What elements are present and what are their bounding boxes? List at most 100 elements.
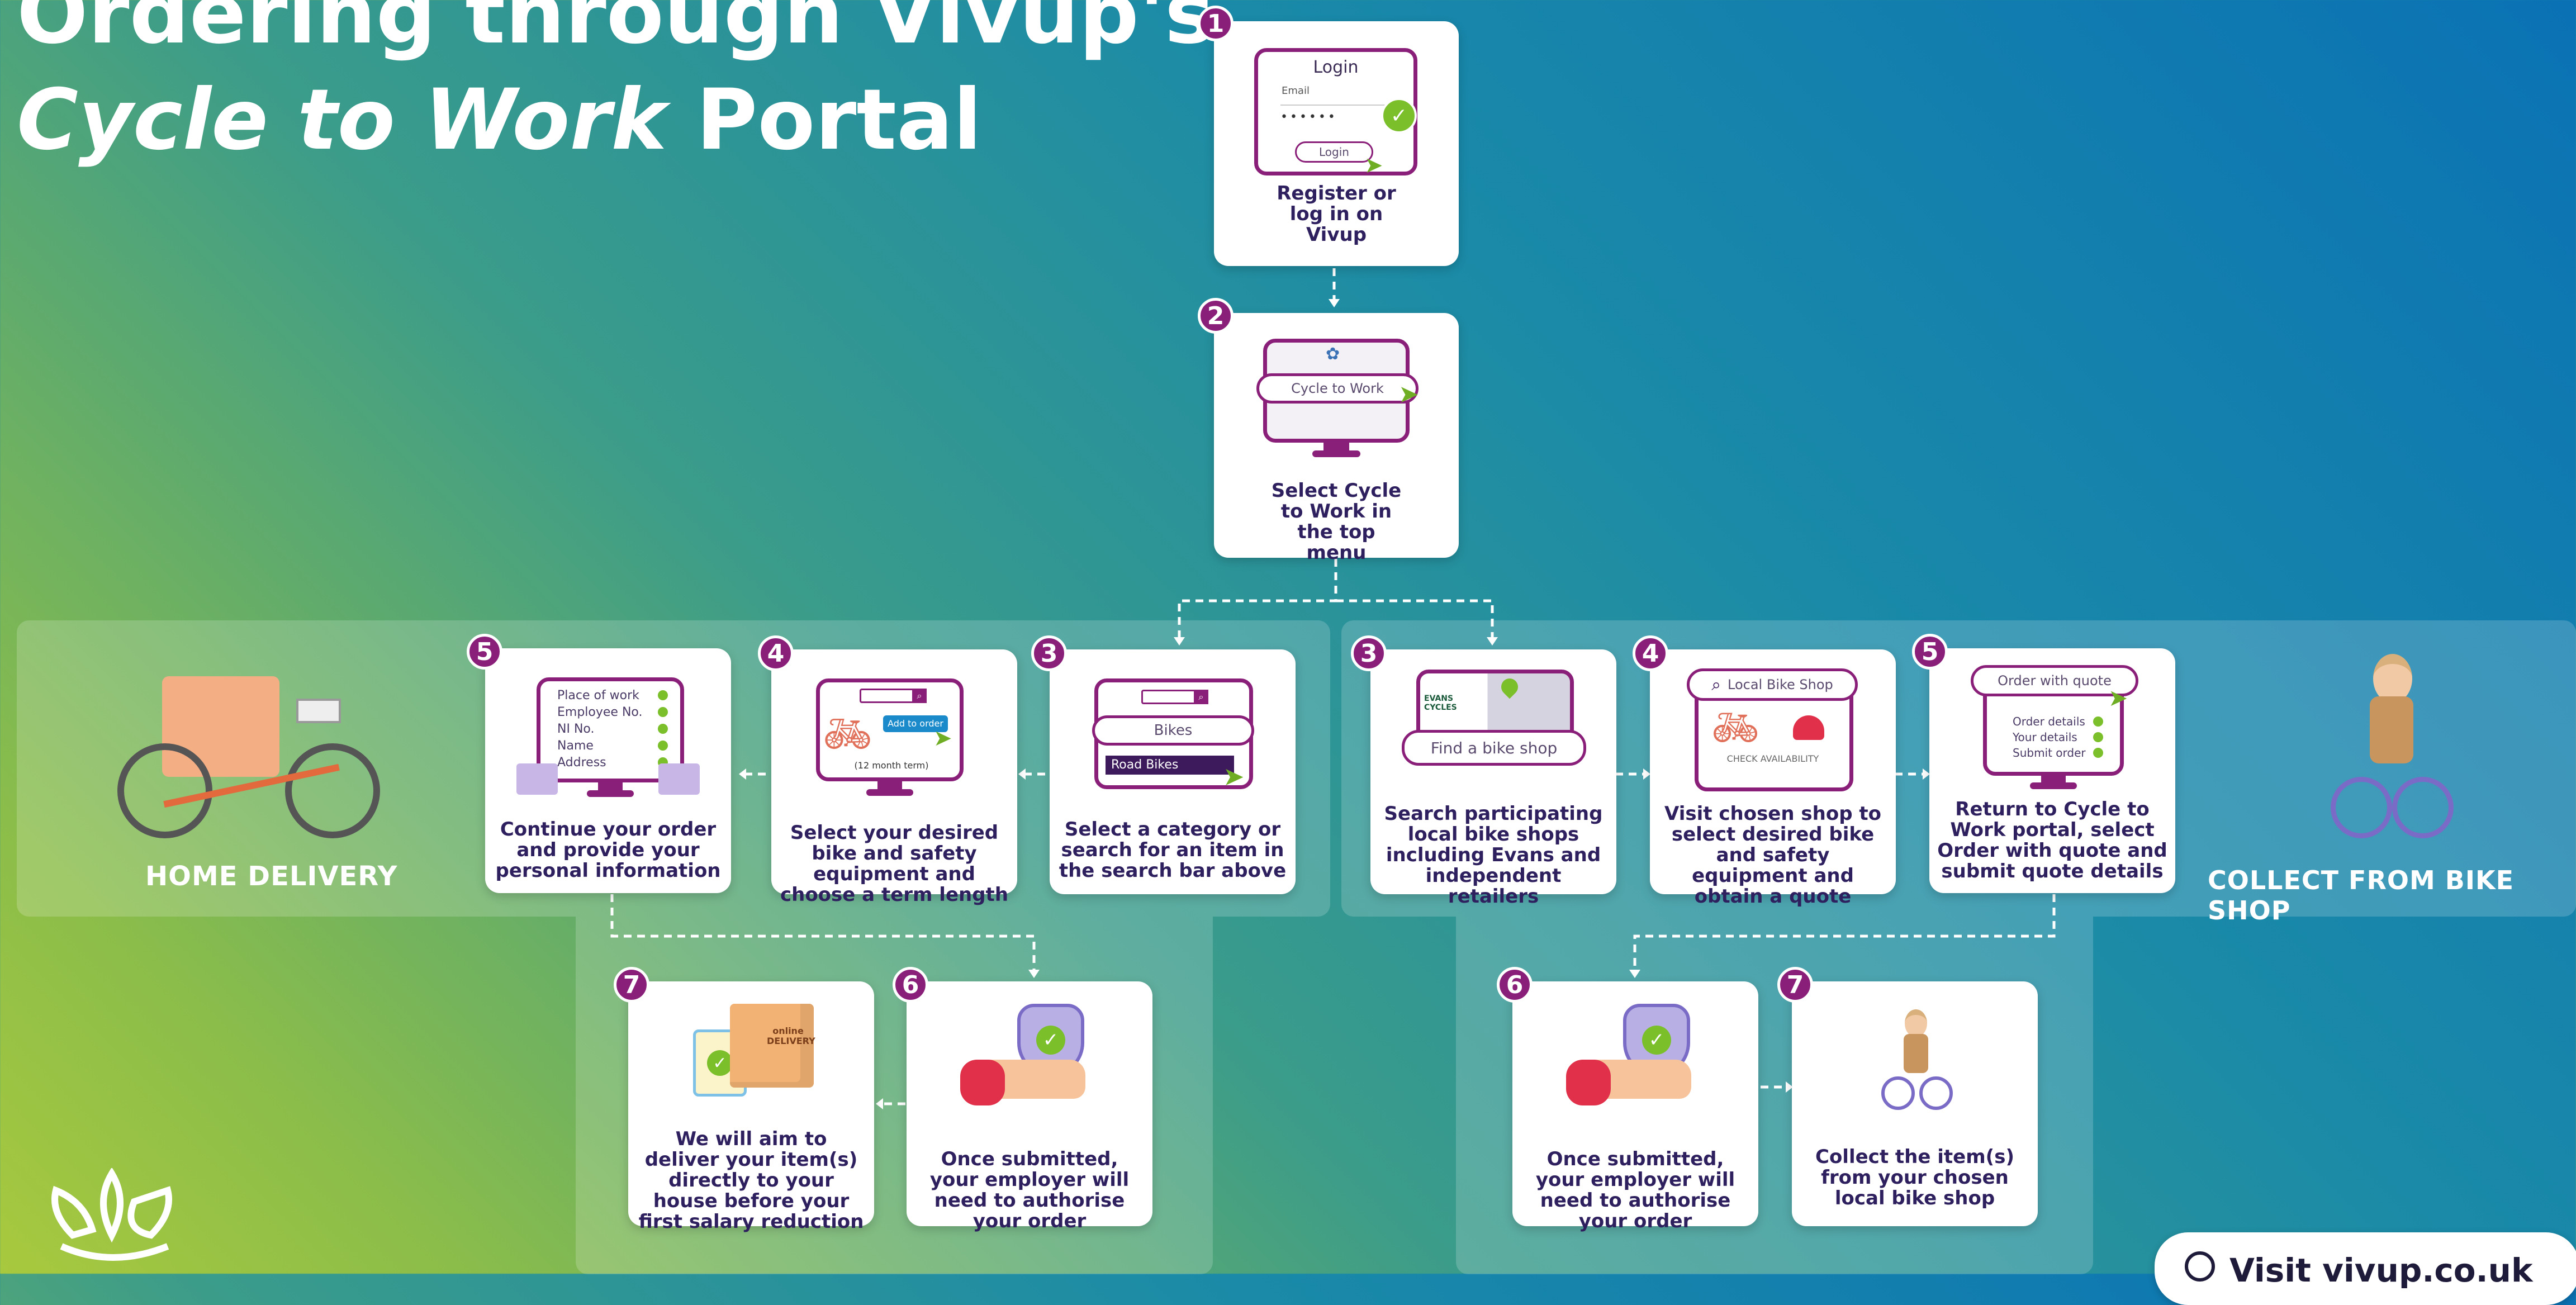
check-icon: [2093, 748, 2103, 758]
vivup-logo-icon: ✿: [1326, 344, 1340, 364]
cyclist-illustration: [2331, 654, 2454, 855]
box-label: online DELIVERY: [767, 1026, 815, 1046]
home-step-7-number: 7: [614, 967, 649, 1003]
collect-step-6-card: ✓ Once submitted, your employer will nee…: [1512, 981, 1758, 1232]
quote-item-order-details: Order details: [2013, 715, 2085, 728]
email-field[interactable]: [1280, 98, 1391, 106]
monitor-stand: [598, 782, 623, 791]
home-step-3-number: 3: [1031, 635, 1067, 671]
collect-step-7-text: Collect the item(s) from your chosen loc…: [1815, 1146, 2014, 1209]
search-icon[interactable]: ⌕: [1194, 690, 1208, 704]
sleeve-icon: [1566, 1060, 1611, 1105]
collect-label: COLLECT FROM BIKE SHOP: [2208, 865, 2515, 926]
monitor-base: [866, 789, 913, 796]
collect-step-7-number: 7: [1777, 967, 1813, 1003]
home-step-4-text: Select your desired bike and safety equi…: [780, 822, 1009, 906]
title-italic: Cycle to Work: [17, 72, 667, 169]
quote-item-submit-order: Submit order: [2013, 746, 2086, 760]
password-field[interactable]: ••••••: [1280, 110, 1337, 124]
check-icon: ✓: [1381, 98, 1417, 134]
collect-step-4-text: Visit chosen shop to select desired bike…: [1664, 803, 1881, 908]
local-bike-shop-search[interactable]: ⌕ Local Bike Shop: [1687, 668, 1858, 701]
check-icon: [658, 690, 668, 700]
home-delivery-label: HOME DELIVERY: [145, 861, 398, 892]
search-text: Local Bike Shop: [1728, 677, 1833, 692]
login-title: Login: [1313, 58, 1359, 77]
cursor-icon: ➤: [933, 725, 952, 751]
email-label: Email: [1282, 85, 1310, 97]
monitor-stand: [1323, 443, 1349, 452]
visit-website-button[interactable]: Visit vivup.co.uk: [2155, 1232, 2576, 1305]
collect-step-5-text: Return to Cycle to Work portal, select O…: [1937, 798, 2167, 882]
home-step-3-card: ⌕ Bikes Road Bikes ➤ Select a category o…: [1050, 649, 1296, 894]
cursor-icon: ➤: [1364, 153, 1383, 178]
quote-item-your-details: Your details: [2013, 730, 2077, 744]
home-step-4-number: 4: [758, 635, 794, 671]
check-icon: [2093, 716, 2103, 727]
step-2-number: 2: [1198, 298, 1234, 334]
search-icon: ⌕: [1711, 675, 1721, 695]
cursor-icon: ➤: [2108, 684, 2128, 711]
delivery-bike-illustration: [117, 665, 386, 838]
home-step-5-text: Continue your order and provide your per…: [495, 818, 721, 882]
field-ni-no: NI No.: [557, 722, 595, 736]
helmet-icon: [1793, 715, 1824, 740]
page-title: Ordering through Vivup's Cycle to Work P…: [17, 0, 1215, 173]
check-icon: [658, 741, 668, 751]
monitor-base: [587, 790, 634, 797]
monitor-base: [2030, 782, 2077, 789]
step-2-text: Select Cycle to Work in the top menu: [1271, 480, 1402, 564]
title-rest: Portal: [696, 72, 982, 169]
home-step-5-number: 5: [467, 634, 502, 670]
bike-icon: 🚲︎: [1711, 706, 1760, 750]
vivup-logo-icon: [39, 1167, 184, 1269]
evans-logo: EVANS CYCLES: [1424, 694, 1457, 712]
title-line1: Ordering through Vivup's: [17, 0, 1215, 63]
cyclist-icon: [1881, 1009, 1953, 1121]
sleeve-icon: [960, 1060, 1005, 1105]
globe-icon: [2185, 1251, 2215, 1282]
home-step-5-card: Place of work Employee No. NI No. Name A…: [485, 648, 731, 893]
field-address: Address: [557, 755, 606, 770]
step-2-card: ✿ Cycle to Work ➤ Select Cycle to Work i…: [1214, 313, 1459, 563]
monitor-stand: [877, 781, 902, 790]
bikes-pill[interactable]: Bikes: [1092, 715, 1254, 746]
field-name: Name: [557, 738, 594, 753]
home-step-6-card: ✓ Once submitted, your employer will nee…: [907, 981, 1152, 1232]
check-icon: [2093, 732, 2103, 742]
term-label: (12 month term): [854, 760, 929, 771]
cycle-to-work-menu-item[interactable]: Cycle to Work: [1256, 373, 1419, 404]
box-icon: [658, 763, 700, 795]
cursor-icon: ➤: [1223, 761, 1245, 791]
find-bike-shop-pill[interactable]: Find a bike shop: [1402, 730, 1586, 766]
delivery-box-icon: online DELIVERY: [730, 1004, 815, 1088]
collect-step-5-card: Order details Your details Submit order …: [1929, 648, 2175, 893]
collect-step-5-number: 5: [1912, 634, 1948, 670]
field-place-of-work: Place of work: [557, 688, 639, 703]
order-with-quote-button[interactable]: Order with quote: [1971, 665, 2138, 696]
home-step-6-number: 6: [893, 967, 928, 1003]
collect-step-3-card: EVANS CYCLES Find a bike shop Search par…: [1370, 649, 1616, 907]
check-icon: [658, 724, 668, 734]
home-step-6-text: Once submitted, your employer will need …: [929, 1148, 1130, 1232]
step-1-number: 1: [1198, 6, 1234, 41]
step-1-text: Register or log in on Vivup: [1277, 182, 1396, 246]
monitor-stand: [2041, 776, 2066, 784]
home-step-7-text: We will aim to deliver your item(s) dire…: [638, 1128, 864, 1233]
home-step-4-card: ⌕ 🚲︎ Add to order ➤ (12 month term) Sele…: [771, 649, 1017, 905]
collect-step-7-card: Collect the item(s) from your chosen loc…: [1792, 981, 2038, 1226]
cursor-icon: ➤: [1398, 380, 1419, 409]
check-availability-label: CHECK AVAILABILITY: [1726, 753, 1819, 764]
login-button[interactable]: Login: [1295, 141, 1373, 163]
add-to-order-button[interactable]: Add to order: [883, 715, 948, 732]
collect-step-4-number: 4: [1633, 635, 1668, 671]
collect-step-3-text: Search participating local bike shops in…: [1384, 803, 1603, 908]
search-icon[interactable]: ⌕: [912, 689, 927, 703]
flow-connectors: [0, 0, 2576, 1274]
check-icon: [658, 707, 668, 717]
step-1-card: Login Email •••••• Login ✓ ➤ Register or…: [1214, 21, 1459, 266]
collect-step-3-number: 3: [1351, 635, 1387, 671]
collect-step-6-text: Once submitted, your employer will need …: [1535, 1148, 1735, 1232]
monitor-base: [1312, 450, 1360, 457]
road-bikes-item[interactable]: Road Bikes: [1106, 756, 1234, 775]
